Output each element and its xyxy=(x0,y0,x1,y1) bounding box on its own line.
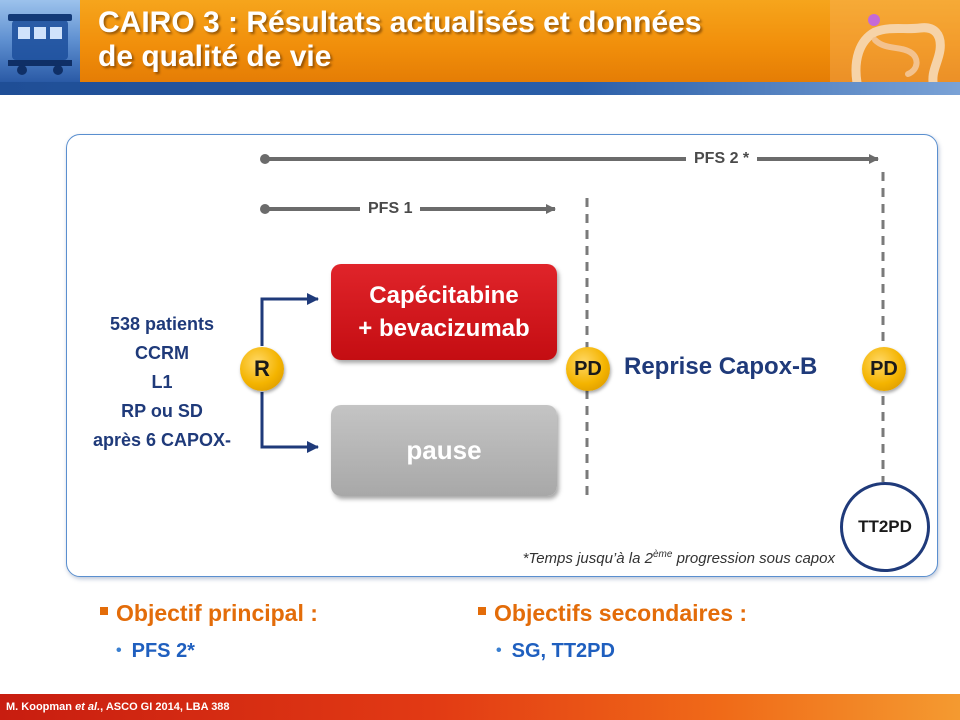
randomization-node: R xyxy=(240,347,284,391)
footnote: *Temps jusqu’à la 2ème progression sous … xyxy=(380,549,835,567)
patients-line-5: après 6 CAPOX- xyxy=(92,430,232,450)
secondary-objectives-item: • SG, TT2PD xyxy=(496,640,615,663)
pd-node-2: PD xyxy=(862,347,906,391)
title-bar: CAIRO 3 : Résultats actualisés et donnée… xyxy=(0,0,960,82)
bullet-dot-icon: • xyxy=(116,642,122,659)
randomization-branches xyxy=(260,293,319,453)
primary-objective-value: PFS 2* xyxy=(131,640,195,662)
reprise-capox-label: Reprise Capox-B xyxy=(624,353,818,380)
primary-objective-text: Objectif principal : xyxy=(116,600,318,626)
secondary-objectives-value: SG, TT2PD xyxy=(511,640,615,662)
footer-author: M. Koopman xyxy=(6,701,76,713)
title-line-2: de qualité de vie xyxy=(98,40,332,73)
colon-illustration xyxy=(830,0,960,82)
pause-arm: pause xyxy=(331,405,557,496)
pfs2-arrow xyxy=(260,154,879,164)
arm1-line-1: Capécitabine xyxy=(369,282,519,309)
primary-objective-item: • PFS 2* xyxy=(116,640,195,663)
cable-car-logo xyxy=(0,0,80,82)
patients-line-1: 538 patients xyxy=(109,314,215,334)
footer-ref: , ASCO GI 2014, LBA 388 xyxy=(100,701,230,713)
footnote-suffix: progression sous capox xyxy=(672,550,835,567)
footnote-prefix: *Temps jusqu’à la 2 xyxy=(522,550,653,567)
primary-objective-title: Objectif principal : xyxy=(100,600,318,627)
footer-bar xyxy=(0,694,960,720)
pd-node-1: PD xyxy=(566,347,610,391)
title-underline-strip xyxy=(0,82,960,95)
patients-line-3: L1 xyxy=(151,372,173,392)
footer-reference: M. Koopman et al., ASCO GI 2014, LBA 388 xyxy=(6,701,230,713)
bullet-dot-icon: • xyxy=(496,642,502,659)
patients-line-2: CCRM xyxy=(135,343,189,363)
patients-line-4: RP ou SD xyxy=(121,401,203,421)
secondary-objectives-text: Objectifs secondaires : xyxy=(494,600,748,626)
bullet-square-icon xyxy=(100,607,108,615)
pfs2-label: PFS 2 * xyxy=(686,149,758,169)
footer-etal: et al. xyxy=(75,701,101,713)
patient-population: 538 patients CCRM L1 RP ou SD après 6 CA… xyxy=(72,310,252,455)
secondary-objectives-title: Objectifs secondaires : xyxy=(478,600,747,627)
pfs1-label: PFS 1 xyxy=(360,199,421,219)
arm1-line-2: + bevacizumab xyxy=(358,315,530,342)
title-line-1: CAIRO 3 : Résultats actualisés et donnée… xyxy=(98,6,702,39)
footnote-superscript: ème xyxy=(652,549,673,560)
page-title: CAIRO 3 : Résultats actualisés et donnée… xyxy=(98,6,858,74)
bullet-square-icon xyxy=(478,607,486,615)
tt2pd-node: TT2PD xyxy=(840,482,930,572)
capecitabine-bevacizumab-arm: Capécitabine + bevacizumab xyxy=(331,264,557,360)
